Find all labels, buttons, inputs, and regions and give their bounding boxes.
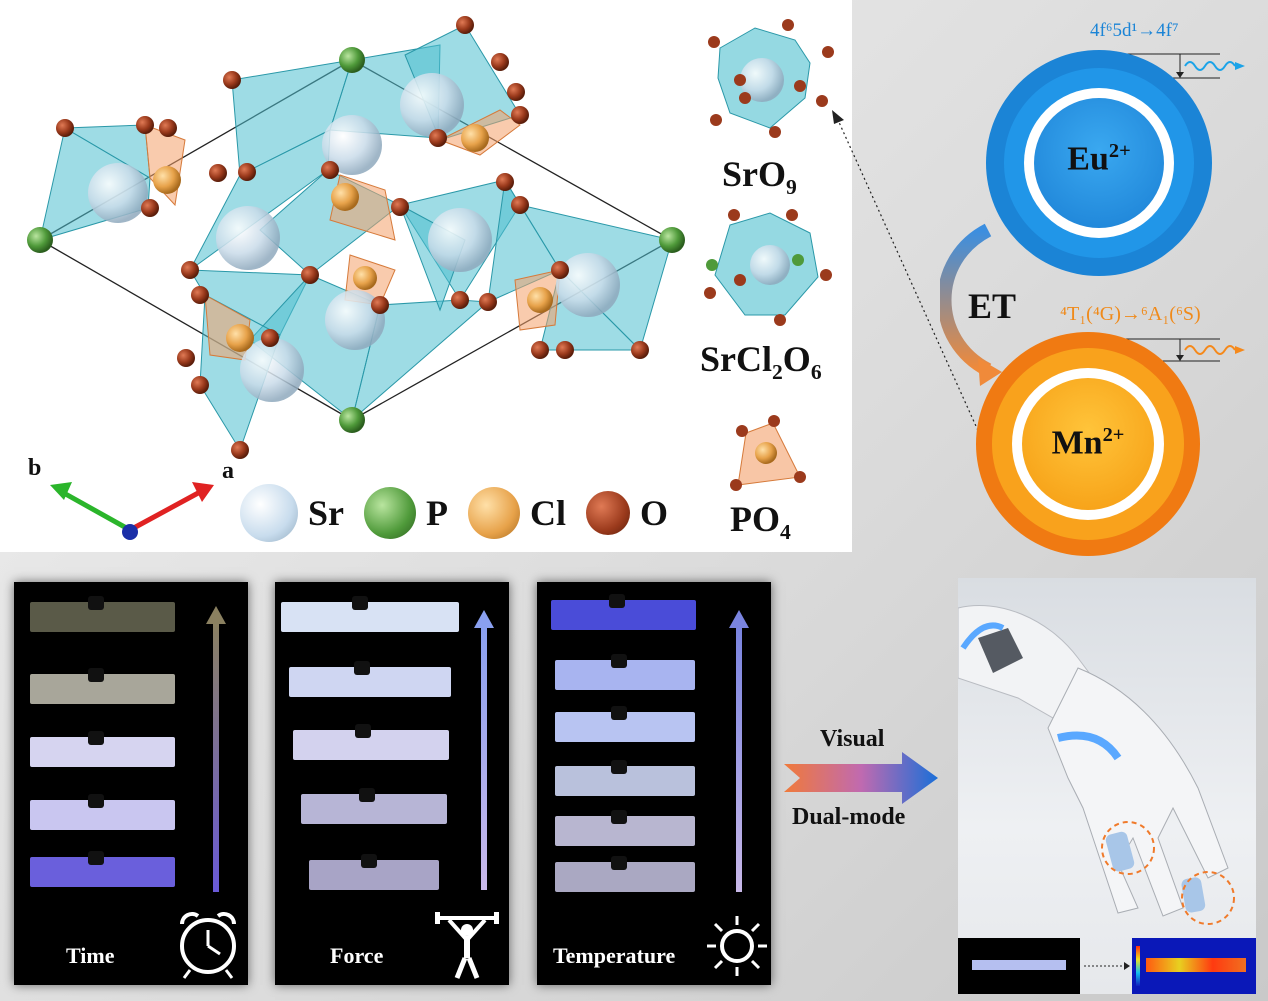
- eu-label: Eu2+: [986, 140, 1212, 178]
- mn-label: Mn2+: [976, 424, 1200, 462]
- legend-cl-sphere: [468, 487, 520, 539]
- et-label: ET: [968, 286, 1017, 326]
- atom-legend: Sr P Cl O: [240, 484, 668, 542]
- srcl2o6-sub1: 2: [772, 360, 783, 385]
- mn-charge: 2+: [1102, 424, 1125, 446]
- temp-strip-4: [555, 760, 695, 796]
- weightlifter-icon: [435, 912, 499, 979]
- eu-circle: Eu2+: [986, 50, 1212, 276]
- axis-a-label: a: [222, 458, 234, 484]
- time-strip-1: [30, 596, 175, 632]
- eu-symbol: Eu: [1067, 140, 1109, 178]
- legend-o-label: O: [640, 493, 669, 533]
- temp-gradient-arrow: [736, 628, 742, 892]
- et-curved-arrow: [940, 223, 1002, 386]
- srcl2o6-polyhedron: [704, 209, 832, 326]
- visual-label: Visual: [820, 726, 885, 752]
- time-gradient-arrow: [213, 622, 219, 892]
- robot-hand-photo: [958, 578, 1256, 994]
- po4-sub: 4: [780, 520, 791, 545]
- luminescence-strip-photo: [958, 938, 1080, 994]
- mn-transition-label: ⁴T₁(⁴G)→⁶A₁(⁶S): [1060, 303, 1201, 325]
- robot-hand-illustration: [958, 604, 1235, 925]
- sro9-base: SrO: [722, 154, 787, 194]
- sro9-label: SrO9: [722, 153, 797, 200]
- dual-mode-arrow: [784, 752, 938, 804]
- temp-strip-2: [555, 654, 695, 690]
- srcl2o6-sub2: 6: [810, 360, 822, 385]
- po4-label: PO4: [730, 498, 791, 545]
- srcl2o6-label: SrCl2O6: [700, 338, 822, 385]
- temp-strip-1: [551, 594, 696, 630]
- po4-polyhedron: [730, 415, 806, 491]
- thermal-map-photo: [1132, 938, 1256, 994]
- force-strip-5: [309, 854, 439, 890]
- temp-strip-6: [555, 856, 695, 892]
- force-label: Force: [330, 943, 384, 968]
- srcl2o6-part1: SrCl: [700, 339, 772, 379]
- force-panel: Force: [275, 582, 509, 985]
- mn-symbol: Mn: [1051, 424, 1103, 462]
- force-strip-2: [289, 661, 451, 697]
- force-strip-4: [301, 788, 447, 824]
- legend-o-sphere: [586, 491, 630, 535]
- force-strip-3: [293, 724, 449, 760]
- temp-strip-3: [555, 706, 695, 742]
- sun-icon: [707, 916, 767, 976]
- eu-transition-label: 4f⁶5d¹→4f⁷: [1090, 20, 1179, 41]
- srcl2o6-part2: O: [782, 339, 811, 379]
- alarm-clock-icon: [180, 912, 236, 979]
- dual-mode-label: Dual-mode: [792, 804, 906, 830]
- legend-sr-sphere: [240, 484, 298, 542]
- force-strip-1: [281, 596, 459, 632]
- time-strip-5: [30, 851, 175, 887]
- temperature-label: Temperature: [553, 943, 676, 968]
- mn-circle: Mn2+: [976, 332, 1200, 556]
- legend-p-sphere: [364, 487, 416, 539]
- strip-to-map-arrow: [1084, 962, 1130, 970]
- sro9-polyhedron: [708, 19, 834, 138]
- po4-base: PO: [730, 499, 780, 539]
- sro9-sub: 9: [786, 175, 797, 200]
- legend-p-label: P: [426, 493, 448, 533]
- eu-charge: 2+: [1108, 140, 1131, 162]
- legend-cl-label: Cl: [530, 493, 566, 533]
- temp-strip-5: [555, 810, 695, 846]
- legend-sr-label: Sr: [308, 493, 344, 533]
- dotted-connector-arrow: [832, 110, 981, 436]
- crystal-structure-panel: b a Sr P Cl O SrO9 SrCl2O6 PO4: [0, 0, 852, 552]
- time-label: Time: [66, 943, 115, 968]
- force-gradient-arrow: [481, 628, 487, 890]
- time-strip-3: [30, 731, 175, 767]
- crystal-structure-svg: [27, 16, 685, 540]
- time-strip-2: [30, 668, 175, 704]
- time-strip-4: [30, 794, 175, 830]
- time-panel: Time: [14, 582, 248, 985]
- axis-b-label: b: [28, 455, 42, 481]
- temperature-panel: Temperature: [537, 582, 771, 985]
